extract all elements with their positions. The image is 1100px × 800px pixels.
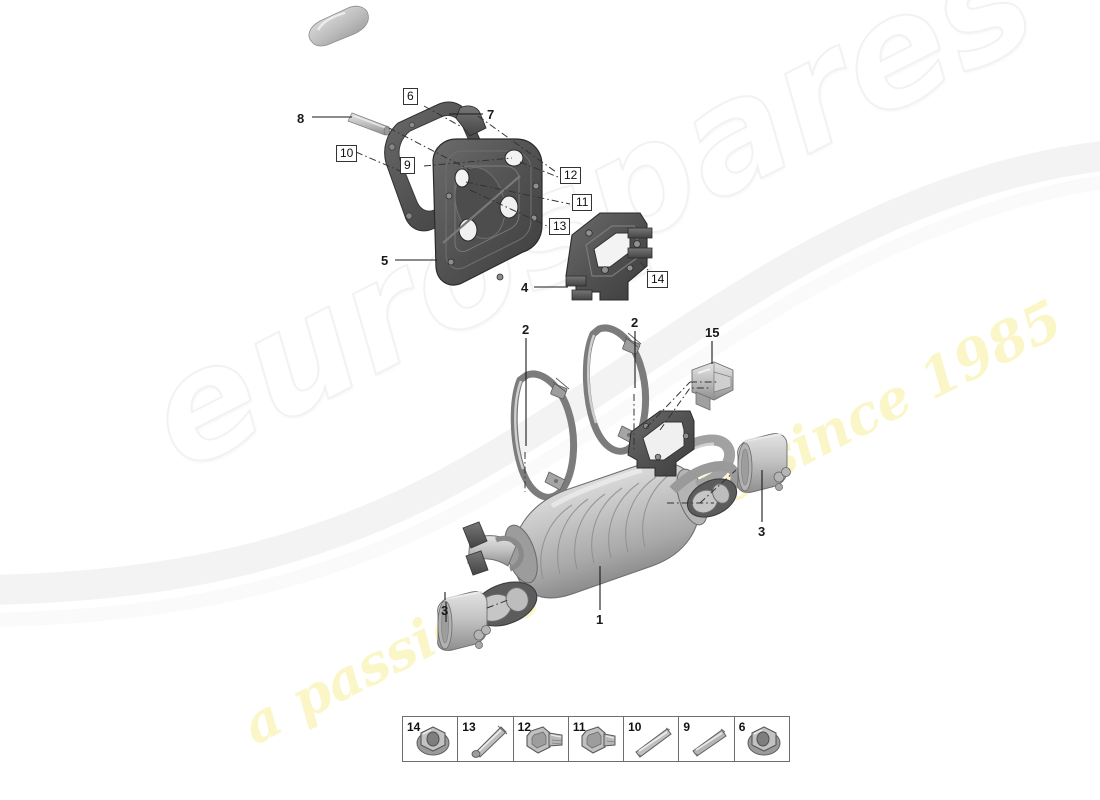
part-3-pipe-clamp-left — [437, 590, 491, 651]
part-1-main-muffler — [504, 461, 708, 599]
boxed-callout-9: 9 — [400, 157, 415, 174]
part-2-hanger-strap-left — [510, 370, 578, 501]
part-2-hanger-strap-right — [582, 324, 650, 455]
part-15-sensor-connector — [691, 361, 734, 411]
boxed-callout-10: 10 — [336, 145, 358, 162]
legend-number-6: 6 — [738, 720, 746, 734]
legend-number-14: 14 — [407, 720, 421, 734]
callout-2-left: 2 — [522, 322, 530, 337]
legend-number-10: 10 — [628, 720, 642, 734]
stud-rod-icon — [635, 727, 673, 758]
muffler-mounted-bracket — [627, 410, 695, 477]
leader-lines — [312, 113, 763, 622]
part-8-stud-bolt — [347, 112, 391, 136]
watermark-tagline: a passion for parts since 1985 — [232, 286, 1073, 758]
boxed-callout-11: 11 — [572, 194, 593, 211]
legend-cell-11[interactable]: 11 — [569, 717, 625, 761]
callout-4: 4 — [521, 280, 529, 295]
part-cap-plug — [308, 5, 369, 47]
callout-5: 5 — [381, 253, 389, 268]
legend-number-9: 9 — [683, 720, 691, 734]
part-4-mounting-bracket — [565, 212, 653, 301]
legend-cell-6[interactable]: 6 — [735, 717, 789, 761]
flange-nut-icon — [416, 726, 450, 756]
legend-cell-10[interactable]: 10 — [624, 717, 680, 761]
callout-3-left: 3 — [441, 603, 449, 618]
boxed-callout-6: 6 — [403, 88, 418, 105]
boxed-callout-12: 12 — [560, 167, 582, 184]
legend-cell-13[interactable]: 13 — [458, 717, 514, 761]
fastener-legend-strip: 14 13 12 — [402, 716, 790, 762]
callout-2-right: 2 — [631, 315, 639, 330]
callout-3-right: 3 — [758, 524, 766, 539]
legend-cell-14[interactable]: 14 — [403, 717, 459, 761]
legend-number-11: 11 — [572, 720, 586, 734]
watermark-swoosh — [0, 141, 1100, 627]
callout-15: 15 — [705, 325, 720, 340]
part-1-right-outlet-assembly — [657, 434, 741, 518]
boxed-callout-14: 14 — [647, 271, 669, 288]
hex-bolt-icon — [526, 726, 563, 754]
hex-bolt-icon — [581, 726, 616, 754]
legend-cell-9[interactable]: 9 — [679, 717, 735, 761]
part-1-left-inlet-assembly — [462, 521, 538, 627]
stud-rod-icon — [691, 728, 727, 757]
assembly-dashdot-lines — [355, 105, 737, 609]
watermark-brand: eurospares — [119, 0, 1063, 506]
flange-nut-icon — [747, 726, 781, 756]
boxed-callout-13: 13 — [549, 218, 571, 235]
long-screw-icon — [471, 725, 507, 758]
callout-7: 7 — [487, 107, 495, 122]
part-3-pipe-clamp-right — [737, 432, 791, 493]
legend-cell-12[interactable]: 12 — [514, 717, 569, 761]
legend-number-13: 13 — [462, 720, 476, 734]
callout-1: 1 — [596, 612, 604, 627]
callout-8: 8 — [297, 111, 305, 126]
legend-number-12: 12 — [517, 720, 531, 734]
part-5-heat-shield-panel — [432, 138, 543, 286]
